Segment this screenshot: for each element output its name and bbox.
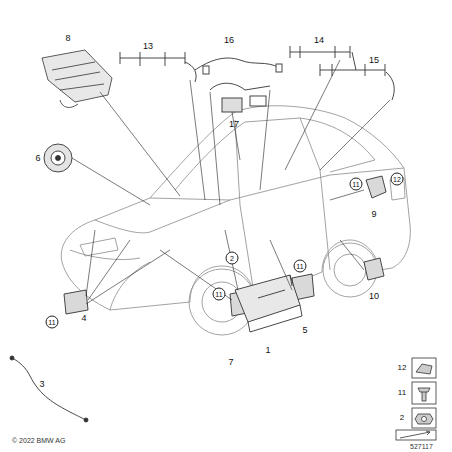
callout-number: 11 <box>46 316 59 329</box>
callout-number: 10 <box>369 292 379 301</box>
callout-number: 16 <box>224 36 234 45</box>
callout-number: 13 <box>143 42 153 51</box>
callout-number: 9 <box>371 210 376 219</box>
callout-number: 11 <box>350 178 363 191</box>
callout-number: 2 <box>400 414 404 422</box>
callout-number: 6 <box>35 154 40 163</box>
callout-number: 17 <box>229 120 239 129</box>
callout-number: 15 <box>369 56 379 65</box>
callout-number: 11 <box>213 288 226 301</box>
callout-number: 8 <box>65 34 70 43</box>
footnote-text: 527117 <box>410 443 433 450</box>
callout-number: 4 <box>81 314 86 323</box>
callout-number: 14 <box>314 36 324 45</box>
callout-number: 5 <box>302 326 307 335</box>
callout-number: 1 <box>265 346 270 355</box>
callout-number: 12 <box>398 364 407 372</box>
callout-number: 12 <box>391 173 404 186</box>
callout-number: 7 <box>228 358 233 367</box>
callout-number: 11 <box>294 260 307 273</box>
callout-number: 3 <box>39 380 44 389</box>
callout-number: 11 <box>398 389 406 397</box>
footnote-text: © 2022 BMW AG <box>12 437 65 444</box>
callout-number: 2 <box>226 252 239 265</box>
